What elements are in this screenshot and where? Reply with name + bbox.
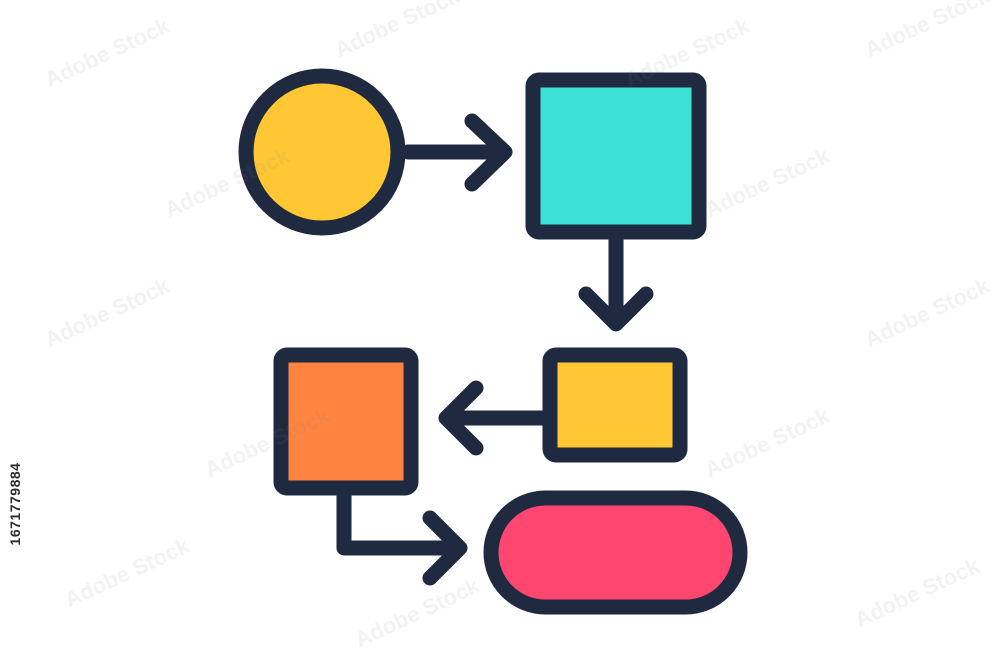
- edge-process-2-to-process-3: [438, 380, 558, 456]
- process-square-node: [525, 72, 707, 240]
- image-id-label: 1671779884: [7, 462, 23, 546]
- edge-process-3-to-end: [336, 480, 468, 586]
- edge-start-to-process-1: [400, 113, 513, 192]
- start-circle-node: [238, 68, 406, 236]
- process-rectangle-node: [542, 347, 688, 463]
- process-square-node-left: [273, 347, 419, 496]
- end-pill-node: [483, 490, 748, 615]
- edge-process-1-to-process-2: [578, 224, 654, 332]
